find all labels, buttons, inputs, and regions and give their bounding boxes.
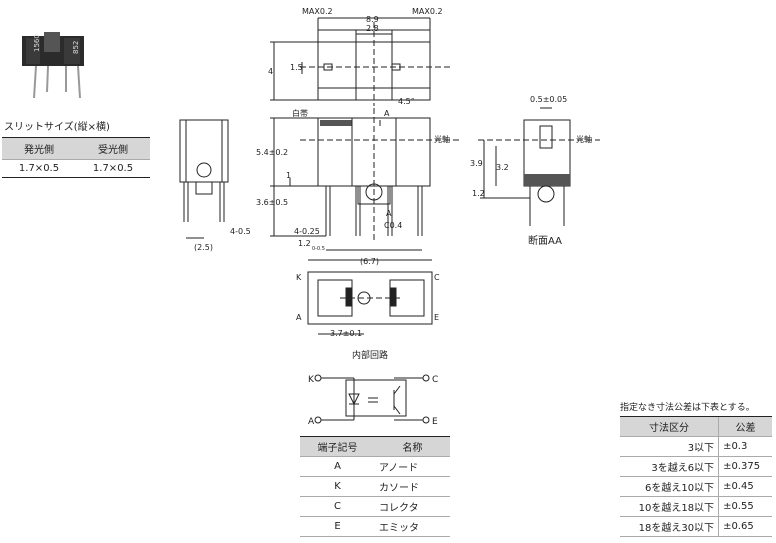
circuit-k-label: K xyxy=(308,375,315,385)
slit-value-emitter: 1.7×0.5 xyxy=(2,159,76,178)
tolerance-header-value: 公差 xyxy=(718,416,772,437)
section-mark-a-bottom: A xyxy=(386,209,392,218)
terminal-header-symbol: 端子記号 xyxy=(300,436,375,457)
table-row: K カソード xyxy=(300,476,450,497)
tolerance-value: ±0.3 xyxy=(718,436,772,457)
dim-1-2-right: 1.2 xyxy=(472,189,485,198)
terminal-name: アノード xyxy=(375,456,450,477)
product-photo: 1560 852 xyxy=(22,32,84,99)
dim-4-0-5: 4-0.5 xyxy=(230,227,251,236)
photo-mark-right: 852 xyxy=(72,41,80,54)
slit-size-title: スリットサイズ(縦×横) xyxy=(4,122,110,133)
tolerance-range: 3を越え6以下 xyxy=(620,456,719,477)
tolerance-value: ±0.55 xyxy=(718,496,772,517)
tolerance-value: ±0.375 xyxy=(718,456,772,477)
terminal-symbol: A xyxy=(300,456,375,477)
terminal-symbol: C xyxy=(300,496,375,517)
photo-mark-left: 1560 xyxy=(33,34,41,52)
tolerance-range: 10を越え18以下 xyxy=(620,496,719,517)
dim-0-5: 0.5±0.05 xyxy=(530,95,567,104)
table-row: E エミッタ xyxy=(300,516,450,537)
table-row: 6を越え10以下 ±0.45 xyxy=(620,476,772,497)
dim-5-4: 5.4±0.2 xyxy=(256,148,288,157)
circuit-title: 内部回路 xyxy=(352,349,388,361)
circuit-e-label: E xyxy=(432,417,438,427)
bottom-pin-a: A xyxy=(296,313,302,322)
table-row: C コレクタ xyxy=(300,496,450,517)
terminal-header-name: 名称 xyxy=(375,436,450,457)
dim-2-5: (2.5) xyxy=(194,243,213,252)
tolerance-range: 18を越え30以下 xyxy=(620,516,719,537)
dim-4: 4 xyxy=(268,67,273,76)
tolerance-table: 寸法区分 公差 3以下 ±0.3 3を越え6以下 ±0.375 6を越え10以下… xyxy=(620,416,772,537)
dim-3-6: 3.6±0.5 xyxy=(256,198,288,207)
optical-axis-label: 光軸 xyxy=(434,134,450,144)
dim-4-0-25: 4-0.25 xyxy=(294,227,320,236)
circuit-c-label: C xyxy=(432,375,438,385)
optical-axis-right-label: 光軸 xyxy=(576,134,592,144)
dim-1-2: 1.2 xyxy=(298,239,311,248)
terminal-symbol: E xyxy=(300,516,375,537)
dim-6-7: (6.7) xyxy=(360,257,379,266)
dim-1-5: 1.5 xyxy=(290,63,303,72)
dim-3-2: 3.2 xyxy=(496,163,509,172)
terminal-symbol: K xyxy=(300,476,375,497)
section-mark-a-top: A xyxy=(384,109,390,118)
bottom-pin-c: C xyxy=(434,273,440,282)
tolerance-note: 指定なき寸法公差は下表とする。 xyxy=(620,403,755,413)
slit-header-emitter: 発光側 xyxy=(2,137,76,160)
table-row: A アノード xyxy=(300,456,450,477)
bottom-pin-e: E xyxy=(434,313,439,322)
tolerance-value: ±0.45 xyxy=(718,476,772,497)
table-row: 18を越え30以下 ±0.65 xyxy=(620,516,772,537)
dim-1: 1 xyxy=(286,171,291,180)
slit-value-receiver: 1.7×0.5 xyxy=(76,159,150,178)
slit-header-receiver: 受光側 xyxy=(76,137,150,160)
dim-8-9: 8.9 xyxy=(366,15,379,24)
dim-3-9: 3.9 xyxy=(470,159,483,168)
circuit-a-label: A xyxy=(308,417,315,427)
tolerance-range: 6を越え10以下 xyxy=(620,476,719,497)
dim-3-7: 3.7±0.1 xyxy=(330,329,362,338)
terminal-name: エミッタ xyxy=(375,516,450,537)
tolerance-range: 3以下 xyxy=(620,436,719,457)
table-row: 3を越え6以下 ±0.375 xyxy=(620,456,772,477)
tolerance-header-range: 寸法区分 xyxy=(620,416,719,437)
dim-2-8: 2.8 xyxy=(366,24,379,33)
dim-4-5deg: 4.5° xyxy=(398,97,415,106)
dim-c0-4: C0.4 xyxy=(384,221,402,230)
terminal-table: 端子記号 名称 A アノード K カソード C コレクタ E エミッタ xyxy=(300,436,450,537)
white-band-label: 白帯 xyxy=(292,108,308,118)
tolerance-value: ±0.65 xyxy=(718,516,772,537)
dim-1-2-sub: 0-0.5 xyxy=(312,246,325,252)
terminal-name: カソード xyxy=(375,476,450,497)
slit-size-table: 発光側 受光側 1.7×0.5 1.7×0.5 xyxy=(2,137,150,178)
dim-max-left: MAX0.2 xyxy=(302,7,333,16)
section-aa-label: 断面AA xyxy=(528,234,562,247)
bottom-pin-k: K xyxy=(296,273,302,282)
dim-max-right: MAX0.2 xyxy=(412,7,443,16)
table-row: 10を越え18以下 ±0.55 xyxy=(620,496,772,517)
terminal-name: コレクタ xyxy=(375,496,450,517)
table-row: 3以下 ±0.3 xyxy=(620,436,772,457)
